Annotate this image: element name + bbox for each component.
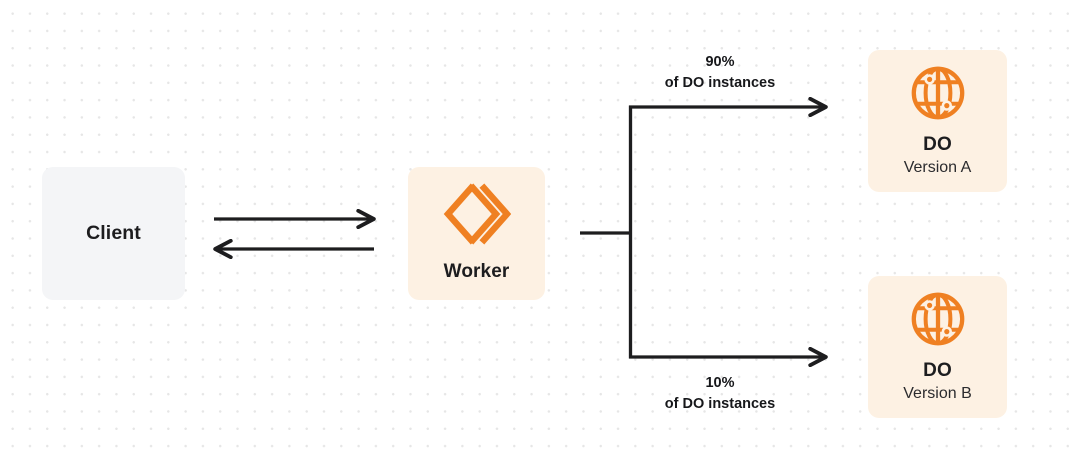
node-client-label: Client (86, 221, 141, 244)
edge-label-do-b-caption: of DO instances (664, 395, 776, 412)
node-do-a-label: DO (923, 133, 952, 155)
node-client[interactable]: Client (42, 167, 185, 300)
node-worker[interactable]: Worker (408, 167, 545, 300)
edge-worker-split-stub (580, 105, 633, 359)
edge-label-do-a-percent: 90% (705, 54, 735, 70)
edge-label-do-a-caption: of DO instances (664, 74, 776, 91)
node-do-b-version: Version B (903, 385, 972, 403)
edge-label-do-b-percent: 10% (705, 375, 735, 391)
durable-object-globe-icon (909, 290, 967, 348)
node-worker-label: Worker (443, 261, 510, 283)
node-do-b-label: DO (923, 359, 952, 381)
edge-label-do-a: 90% of DO instances (605, 52, 835, 93)
edge-label-do-b: 10% of DO instances (605, 373, 835, 414)
cloudflare-workers-icon (443, 183, 511, 245)
durable-object-globe-icon (909, 64, 967, 122)
node-do-version-a[interactable]: DO Version A (868, 50, 1007, 192)
node-do-version-b[interactable]: DO Version B (868, 276, 1007, 418)
node-do-a-version: Version A (903, 159, 972, 177)
